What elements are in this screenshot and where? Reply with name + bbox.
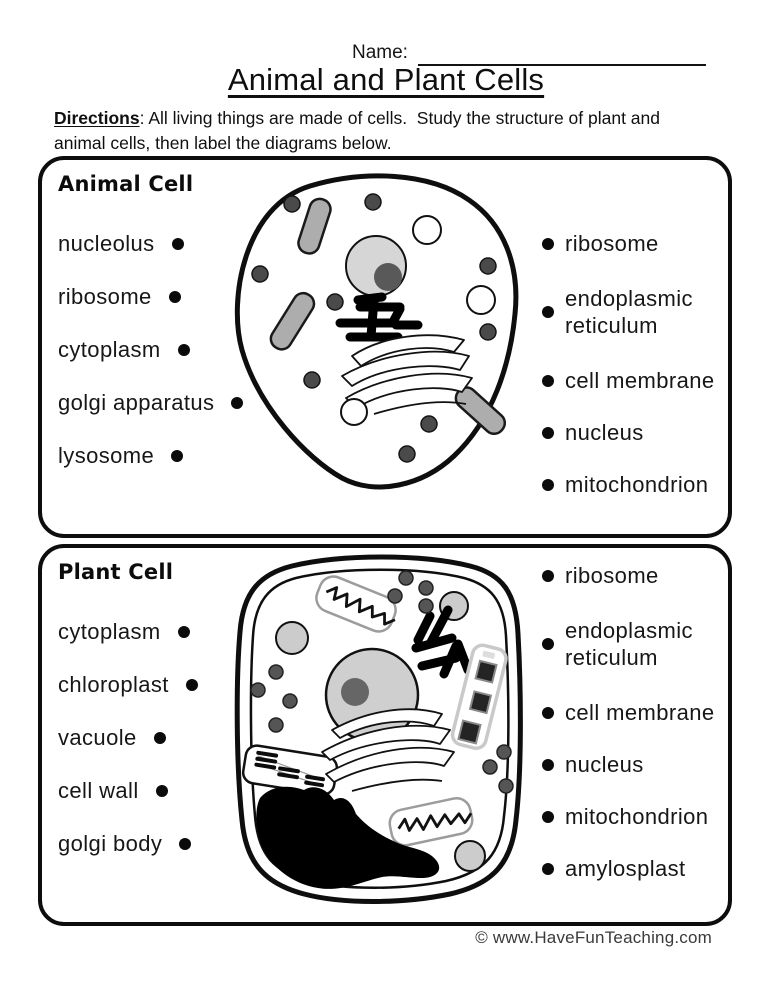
- golgi-body-shape: [321, 708, 455, 792]
- organelle-label: mitochondrion: [565, 804, 709, 830]
- bullet-dot-icon: [155, 784, 168, 797]
- nucleolus-shape: [374, 263, 402, 291]
- organelle-label: cell membrane: [565, 368, 715, 394]
- label-row: ribosome: [542, 550, 738, 602]
- vacuole-blob-shape: [256, 786, 440, 889]
- endoplasmic-reticulum-shape: [411, 605, 473, 679]
- bullet-dot-icon: [153, 731, 166, 744]
- bullet-dot-icon: [177, 625, 190, 638]
- organelle-label: amylosplast: [565, 856, 686, 882]
- bullet-dot-icon: [542, 638, 554, 650]
- plant-left-labels: cytoplasm chloroplast vacuole cell wall …: [58, 605, 198, 870]
- bullet-dot-icon: [542, 479, 554, 491]
- label-row: endoplasmic reticulum: [542, 282, 712, 342]
- organelle-label: endoplasmic reticulum: [565, 617, 693, 671]
- organelle-label: ribosome: [565, 563, 659, 589]
- animal-right-labels: ribosome endoplasmic reticulum cell memb…: [542, 218, 738, 511]
- bullet-dot-icon: [542, 570, 554, 582]
- golgi-apparatus-shape: [341, 334, 473, 415]
- directions-text: : All living things are made of cells. S…: [54, 108, 665, 153]
- bullet-dot-icon: [185, 678, 198, 691]
- organelle-label: ribosome: [565, 231, 659, 257]
- amyloplast-circles: [275, 591, 486, 872]
- mitochondrion-shape: [315, 575, 474, 847]
- nucleolus-shape: [341, 678, 369, 706]
- label-row: chloroplast: [58, 658, 198, 711]
- label-row: cell membrane: [542, 355, 738, 407]
- directions: Directions: All living things are made o…: [54, 106, 702, 156]
- organelle-label: golgi body: [58, 830, 163, 856]
- chloroplast-shape: [241, 744, 339, 796]
- bullet-dot-icon: [542, 375, 554, 387]
- bullet-dot-icon: [542, 306, 554, 318]
- plant-right-labels: ribosome endoplasmic reticulum cell memb…: [542, 550, 738, 895]
- bullet-dot-icon: [542, 759, 554, 771]
- label-row: ribosome: [58, 270, 243, 323]
- bullet-dot-icon: [542, 811, 554, 823]
- label-row: endoplasmic reticulum: [542, 614, 712, 674]
- bullet-dot-icon: [542, 863, 554, 875]
- title-wrap: Animal and Plant Cells: [0, 62, 772, 98]
- bullet-dot-icon: [231, 396, 244, 409]
- bullet-dot-icon: [542, 238, 554, 250]
- label-row: amylosplast: [542, 843, 738, 895]
- lysosome-circles: [340, 215, 496, 426]
- organelle-label: lysosome: [58, 442, 155, 468]
- label-row: lysosome: [58, 429, 243, 482]
- organelle-label: chloroplast: [58, 671, 169, 697]
- label-row: ribosome: [542, 218, 738, 270]
- name-blank-line: [417, 42, 706, 66]
- animal-cell-heading: Animal Cell: [58, 172, 194, 196]
- organelle-label: vacuole: [58, 724, 137, 750]
- organelle-label: cell wall: [58, 777, 139, 803]
- label-row: vacuole: [58, 711, 198, 764]
- organelle-label: mitochondrion: [565, 472, 709, 498]
- animal-left-labels: nucleolus ribosome cytoplasm golgi appar…: [58, 217, 244, 482]
- label-row: nucleus: [542, 407, 738, 459]
- label-row: cell wall: [58, 764, 198, 817]
- name-label: Name:: [352, 42, 408, 63]
- organelle-label: cytoplasm: [58, 336, 161, 362]
- bullet-dot-icon: [179, 837, 192, 850]
- label-row: mitochondrion: [542, 791, 738, 843]
- bullet-dot-icon: [542, 707, 554, 719]
- organelle-label: cell membrane: [565, 700, 715, 726]
- organelle-label: cytoplasm: [58, 618, 161, 644]
- organelle-label: ribosome: [58, 283, 152, 309]
- nucleus-shape: [345, 235, 407, 297]
- bullet-dot-icon: [542, 427, 554, 439]
- bullet-dot-icon: [168, 290, 181, 303]
- label-row: mitochondrion: [542, 459, 738, 511]
- label-row: nucleus: [542, 739, 738, 791]
- organelle-label: nucleus: [565, 420, 644, 446]
- animal-cell-diagram: [234, 173, 519, 490]
- label-row: cell membrane: [542, 687, 738, 739]
- label-row: nucleolus: [58, 217, 243, 270]
- organelle-label: nucleus: [565, 752, 644, 778]
- page-title: Animal and Plant Cells: [227, 62, 545, 97]
- label-row: cytoplasm: [58, 605, 198, 658]
- plant-cell-heading: Plant Cell: [58, 560, 174, 584]
- bullet-dot-icon: [171, 449, 184, 462]
- ribosome-dots: [250, 570, 514, 794]
- name-row: Name:: [352, 42, 706, 66]
- bullet-dot-icon: [171, 237, 184, 250]
- bullet-dot-icon: [177, 343, 190, 356]
- footer-credit: © www.HaveFunTeaching.com: [475, 928, 712, 947]
- label-row: cytoplasm: [58, 323, 243, 376]
- organelle-label: golgi apparatus: [58, 389, 215, 415]
- label-row: golgi apparatus: [58, 376, 244, 429]
- organelle-label: nucleolus: [58, 230, 155, 256]
- ribosome-dots: [251, 193, 497, 463]
- directions-label: Directions: [54, 108, 140, 128]
- label-row: golgi body: [58, 817, 198, 870]
- organelle-label: endoplasmic reticulum: [565, 285, 693, 339]
- plant-cell-diagram: [234, 554, 523, 904]
- amyloplast-rod-shape: [450, 643, 508, 751]
